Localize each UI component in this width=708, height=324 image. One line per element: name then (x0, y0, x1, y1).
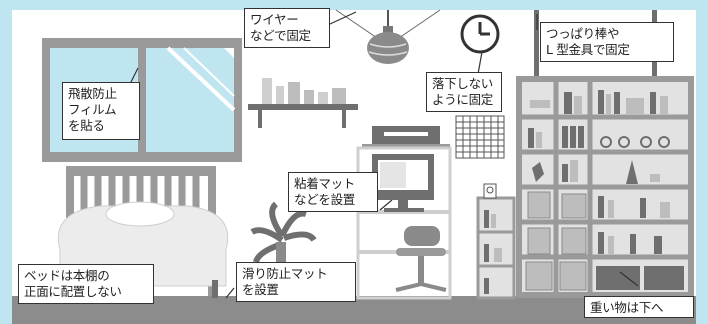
callout-tension: つっぱり棒や L 型金具で固定 (540, 22, 674, 62)
lamp-wire (335, 9, 381, 41)
wall-clock-icon (460, 14, 500, 54)
callout-line-heavy (619, 271, 639, 287)
chair-icon (395, 226, 447, 292)
callout-bed: ベッドは本棚の 正面に配置しない (18, 264, 154, 304)
callout-wire: ワイヤー などで固定 (244, 8, 330, 48)
small-cabinet (476, 183, 516, 300)
tension-pole (534, 10, 539, 76)
bookshelf-icon (516, 76, 694, 298)
pendant-lamp-icon (367, 26, 409, 64)
callout-line-clock (477, 51, 483, 75)
callout-film: 飛散防止 フィルム を貼る (62, 82, 140, 140)
wall-shelf (248, 78, 358, 128)
callout-heavy: 重い物は下へ (584, 296, 694, 318)
monitor-icon (372, 154, 434, 212)
callout-mat: 粘着マット などを設置 (288, 172, 378, 212)
callout-line-mat (379, 199, 393, 211)
wall-calendar (455, 115, 505, 159)
callout-line-antislip (225, 287, 235, 299)
callout-clock: 落下しない ように固定 (426, 72, 502, 112)
callout-antislip: 滑り防止マット を設置 (236, 262, 356, 302)
lamp-wire (395, 9, 441, 41)
printer-icon (362, 126, 450, 148)
